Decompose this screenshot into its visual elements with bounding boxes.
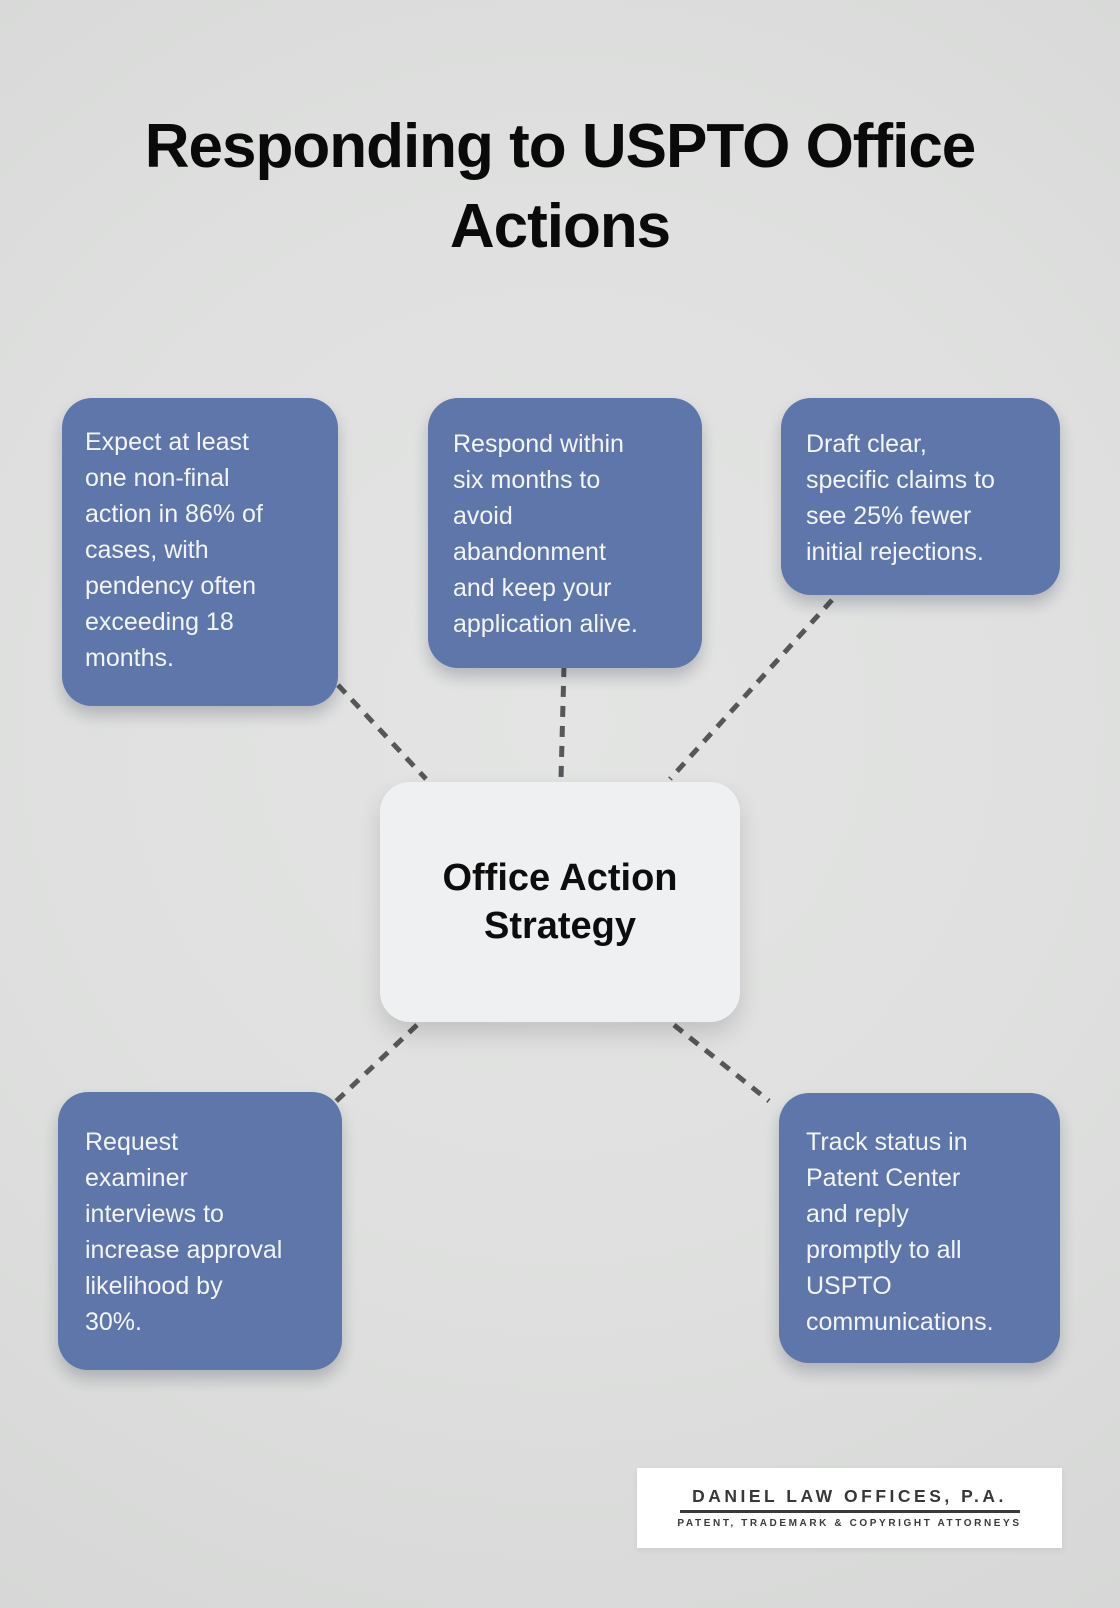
node-top-right: Draft clear, specific claims to see 25% … [781, 398, 1060, 595]
node-top-middle: Respond within six months to avoid aband… [428, 398, 702, 668]
node-top-middle-text: Respond within six months to avoid aband… [453, 430, 638, 638]
node-top-left-text: Expect at least one non-final action in … [85, 428, 263, 672]
node-bottom-left-text: Request examiner interviews to increase … [85, 1128, 283, 1336]
page-title: Responding to USPTO Office Actions [144, 112, 977, 261]
node-bottom-left: Request examiner interviews to increase … [58, 1092, 342, 1370]
footer-logo: DANIEL LAW OFFICES, P.A. PATENT, TRADEMA… [637, 1468, 1062, 1548]
connector-top-right [668, 598, 834, 781]
center-node-label: Office Action Strategy [442, 857, 678, 947]
node-bottom-right: Track status in Patent Center and reply … [779, 1093, 1060, 1363]
node-top-right-text: Draft clear, specific claims to see 25% … [806, 430, 995, 566]
center-node: Office Action Strategy [380, 782, 740, 1022]
footer-firm-name: DANIEL LAW OFFICES, P.A. [692, 1486, 1007, 1506]
connector-top-middle [558, 665, 567, 780]
footer-logo-divider [679, 1510, 1020, 1513]
connector-bottom-left [329, 1023, 419, 1108]
connector-bottom-right [672, 1023, 771, 1103]
footer-tagline: PATENT, TRADEMARK & COPYRIGHT ATTORNEYS [677, 1518, 1022, 1529]
connector-top-left [336, 683, 428, 781]
node-bottom-right-text: Track status in Patent Center and reply … [806, 1128, 994, 1336]
node-top-left: Expect at least one non-final action in … [62, 398, 338, 706]
